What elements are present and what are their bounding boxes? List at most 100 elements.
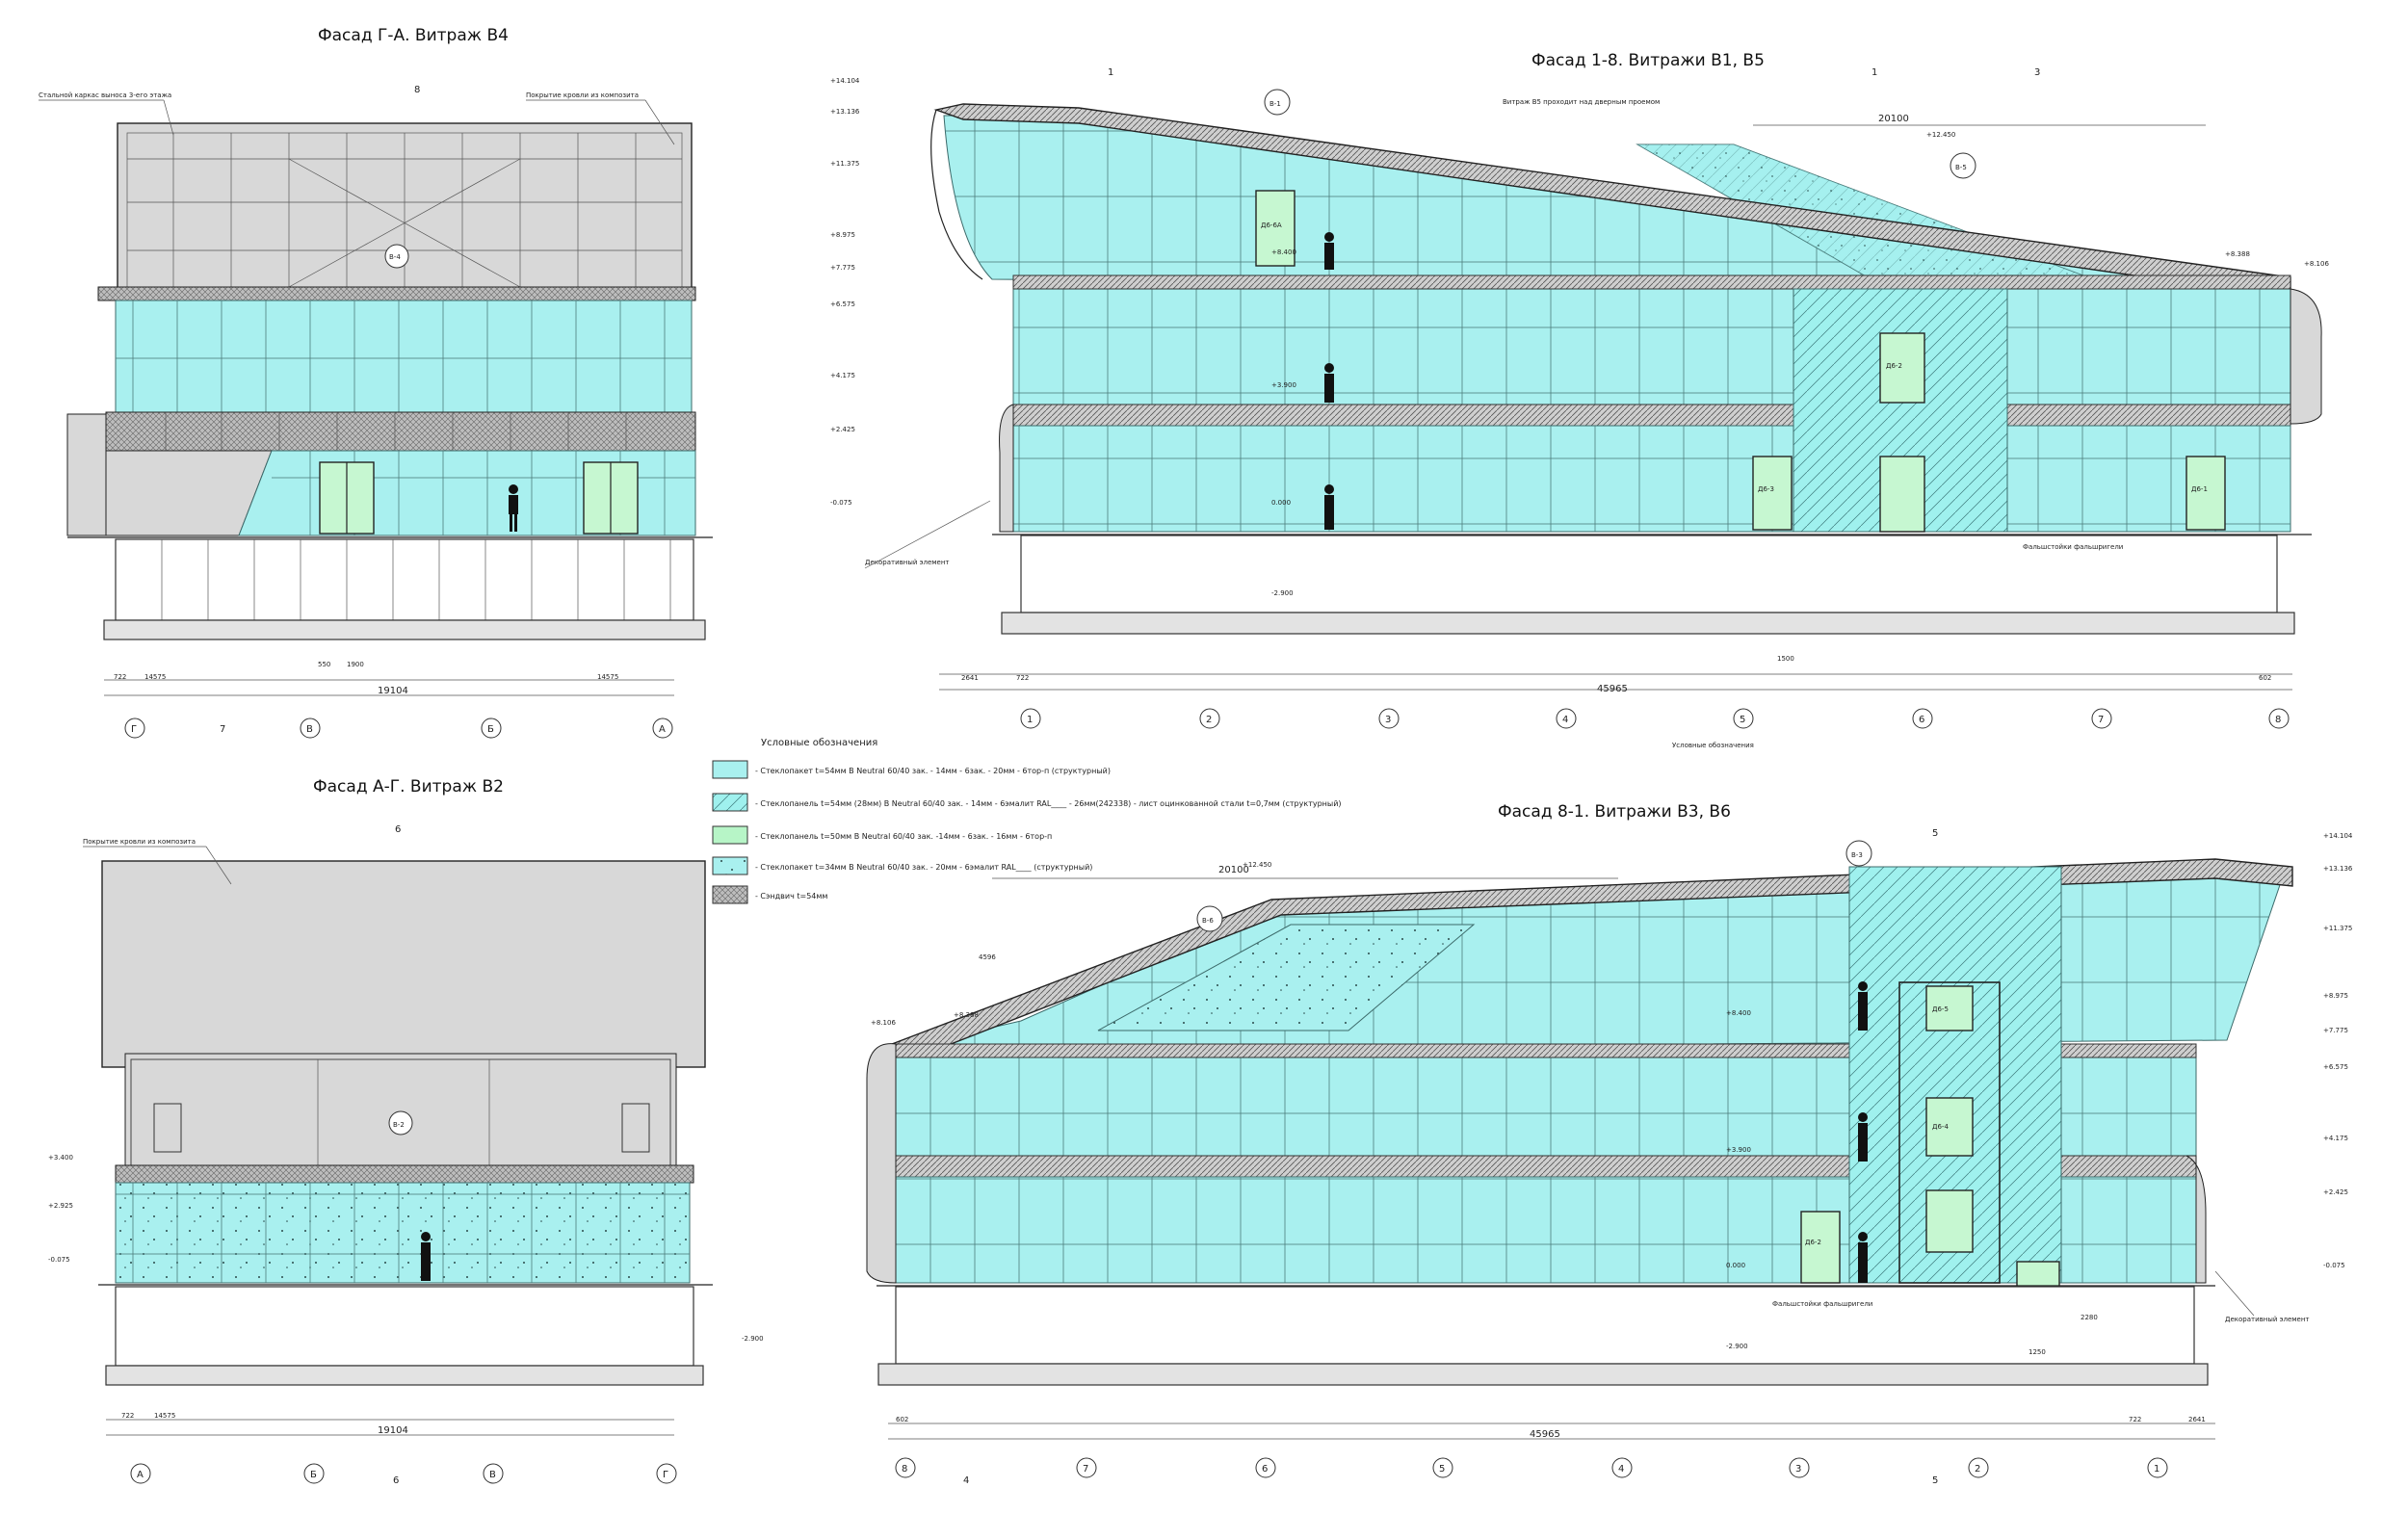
svg-text:+13.136: +13.136 [2323, 865, 2353, 873]
note-roof-composite: Покрытие кровли из композита [526, 91, 639, 99]
svg-text:5: 5 [1932, 1475, 1938, 1486]
svg-text:Д6-4: Д6-4 [1932, 1123, 1949, 1131]
svg-text:В: В [306, 724, 313, 735]
legend-item-4: - Стеклопакет t=34мм В Neutral 60/40 зак… [755, 863, 1092, 872]
mark-b2: В-2 [393, 1121, 405, 1129]
note-b5: Витраж В5 проходит над дверным проемом [1503, 98, 1660, 106]
svg-text:В: В [489, 1470, 496, 1480]
svg-text:+2.425: +2.425 [830, 426, 855, 433]
svg-text:7: 7 [2098, 715, 2104, 725]
svg-text:+3.900: +3.900 [1726, 1146, 1751, 1154]
mark-b5: В-5 [1955, 164, 1967, 171]
mark-b6: В-6 [1202, 917, 1214, 925]
svg-text:7: 7 [1083, 1464, 1088, 1475]
dim-45965-br: 45965 [1530, 1429, 1560, 1440]
svg-text:0.000: 0.000 [1726, 1262, 1745, 1269]
note-fals-2: Фальшстойки фальшригели [1772, 1300, 1872, 1308]
mark-b4: В-4 [389, 253, 401, 261]
svg-text:1250: 1250 [2028, 1348, 2046, 1356]
dim-19104-bl: 19104 [378, 1425, 408, 1436]
svg-text:+3.400: +3.400 [48, 1154, 73, 1162]
svg-text:+7.775: +7.775 [830, 264, 855, 272]
svg-text:Д6-1: Д6-1 [2191, 485, 2208, 493]
svg-text:+2.425: +2.425 [2323, 1188, 2348, 1196]
title-facade-a-g: Фасад А-Г. Витраж В2 [313, 777, 504, 796]
legend-footnote: Условные обозначения [1672, 742, 1754, 749]
facade-8-1: Д6-5 Д6-4 Д6-2 Д6-1 45965 602 2641 722 1… [866, 828, 2353, 1486]
svg-text:А: А [659, 724, 666, 735]
svg-text:3: 3 [1795, 1464, 1801, 1475]
dim-20100-br: 20100 [1218, 865, 1249, 875]
svg-text:Д6-2: Д6-2 [1886, 362, 1902, 370]
svg-text:-2.900: -2.900 [1726, 1343, 1748, 1350]
svg-text:7: 7 [220, 724, 225, 735]
svg-text:Г: Г [663, 1470, 668, 1480]
svg-text:+8.106: +8.106 [2304, 260, 2329, 268]
svg-text:-0.075: -0.075 [2323, 1262, 2345, 1269]
svg-text:+4.175: +4.175 [2323, 1135, 2348, 1142]
svg-text:2: 2 [1206, 715, 1212, 725]
levels-br: +14.104 +13.136 +11.375 +8.975 +7.775 +6… [871, 832, 2353, 1350]
svg-text:8: 8 [2275, 715, 2281, 725]
svg-text:1: 1 [2154, 1464, 2159, 1475]
svg-text:722: 722 [114, 673, 126, 681]
svg-text:14575: 14575 [154, 1412, 175, 1420]
svg-text:6: 6 [395, 824, 401, 835]
svg-text:+12.450: +12.450 [1926, 131, 1955, 139]
svg-text:+8.388: +8.388 [954, 1011, 979, 1019]
svg-text:722: 722 [2129, 1416, 2141, 1423]
levels-tr: +14.104 +13.136 +11.375 +8.975 +7.775 +6… [830, 77, 2329, 597]
svg-text:-0.075: -0.075 [830, 499, 852, 507]
facade-g-a: В-4 Стальной каркас выноса 3-его этажа П… [39, 85, 713, 739]
svg-text:Б: Б [487, 724, 494, 735]
svg-text:550: 550 [318, 661, 330, 668]
svg-text:+13.136: +13.136 [830, 108, 860, 116]
svg-text:+6.575: +6.575 [2323, 1063, 2348, 1071]
sandwich-band-middle [105, 411, 696, 452]
svg-text:3: 3 [2034, 67, 2040, 78]
svg-text:1900: 1900 [347, 661, 364, 668]
svg-text:4: 4 [1562, 715, 1568, 725]
svg-text:+8.400: +8.400 [1726, 1009, 1751, 1017]
note-steel-frame: Стальной каркас выноса 3-его этажа [39, 91, 171, 99]
svg-text:+7.775: +7.775 [2323, 1027, 2348, 1034]
roof-composite-bl [101, 860, 706, 1068]
legend: Условные обозначения - Стеклопакет t=54м… [712, 738, 1342, 904]
human-figures-tr [1324, 232, 1334, 530]
svg-text:1: 1 [1871, 67, 1877, 78]
svg-text:4596: 4596 [979, 953, 996, 961]
svg-text:+8.975: +8.975 [2323, 992, 2348, 1000]
svg-text:+12.450: +12.450 [1243, 861, 1271, 869]
svg-text:+2.925: +2.925 [48, 1202, 73, 1210]
legend-item-1: - Стеклопакет t=54мм В Neutral 60/40 зак… [755, 767, 1111, 775]
svg-text:1500: 1500 [1777, 655, 1794, 663]
title-facade-g-a: Фасад Г-А. Витраж В4 [318, 26, 509, 45]
svg-text:0.000: 0.000 [1271, 499, 1291, 507]
svg-text:3: 3 [1385, 715, 1391, 725]
svg-text:6: 6 [393, 1475, 399, 1486]
svg-text:+8.975: +8.975 [830, 231, 855, 239]
axes-br: 8 7 6 5 4 3 2 1 [895, 1457, 2168, 1478]
svg-text:722: 722 [1016, 674, 1029, 682]
note-fals-1: Фальшстойки фальшригели [2023, 543, 2123, 551]
svg-text:-2.900: -2.900 [742, 1335, 764, 1343]
svg-text:6: 6 [1919, 715, 1924, 725]
facade-a-g: Покрытие кровли из композита В-2 19104 7… [48, 824, 764, 1486]
axes-tl: Г В Б А [124, 718, 673, 739]
svg-text:Д6-2: Д6-2 [1805, 1239, 1821, 1246]
title-facade-1-8: Фасад 1-8. Витражи В1, В5 [1531, 51, 1765, 70]
human-figure-bl [421, 1232, 431, 1281]
human-figure-tl [509, 484, 518, 532]
svg-text:4: 4 [963, 1475, 969, 1486]
dim-45965-tr: 45965 [1597, 684, 1628, 694]
note-roof-composite-2: Покрытие кровли из композита [83, 838, 196, 846]
roof-band-br [891, 858, 2293, 1064]
svg-text:2: 2 [1975, 1464, 1980, 1475]
mark-b1: В-1 [1269, 100, 1281, 108]
glazing-b6 [1097, 924, 1476, 1031]
svg-text:+14.104: +14.104 [2323, 832, 2353, 840]
svg-text:-2.900: -2.900 [1271, 589, 1294, 597]
svg-text:5: 5 [1439, 1464, 1445, 1475]
svg-text:+8.400: +8.400 [1271, 248, 1296, 256]
dim-19104-tl: 19104 [378, 686, 408, 696]
